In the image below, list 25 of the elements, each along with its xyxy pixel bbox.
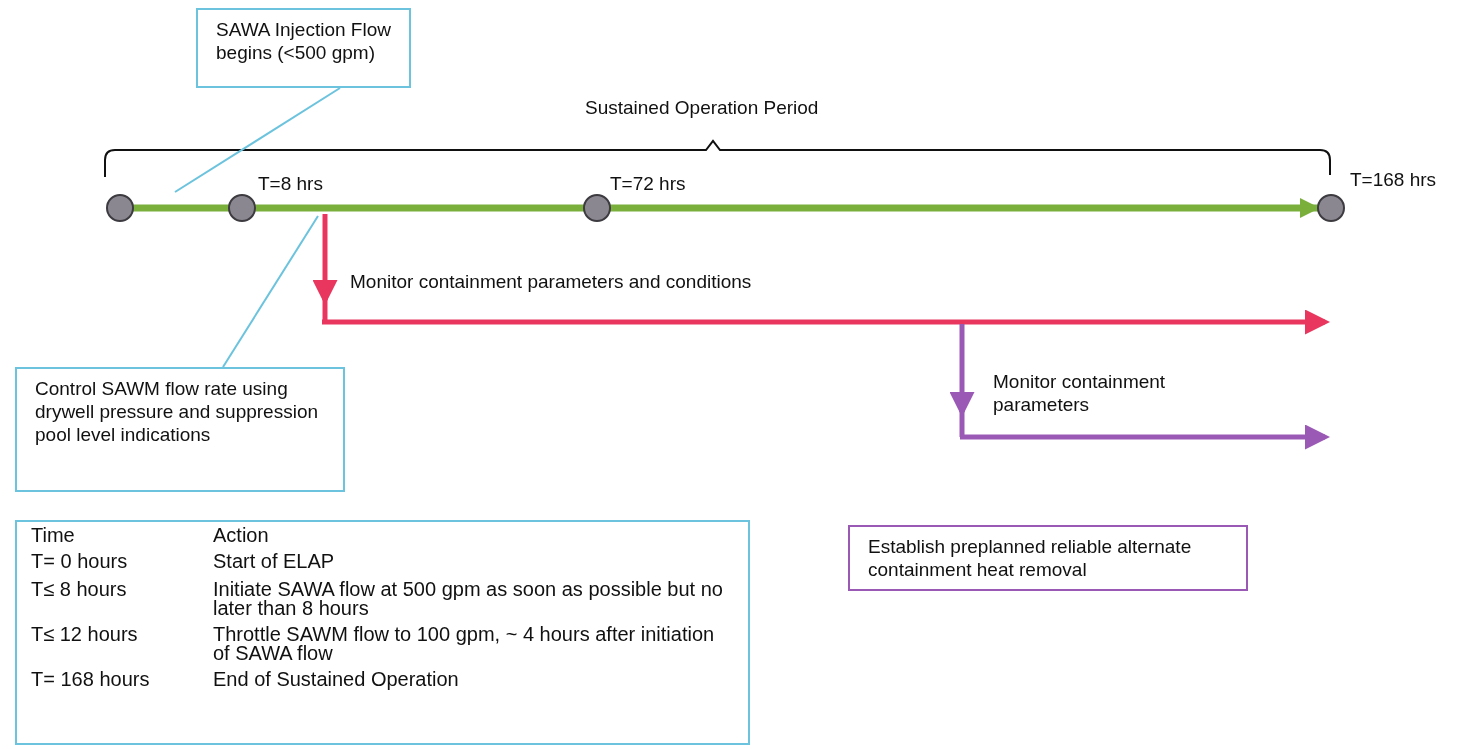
time-label: T=168 hrs [1350,168,1437,191]
table-cell-text: T≤ 8 hours [30,580,128,602]
branch-label: Monitor containment parameters and conditions [350,270,752,293]
callout-box: Establish preplanned reliable alternate containment heat removal [848,525,1248,591]
callout-box: SAWA Injection Flow begins (<500 gpm) [196,8,411,88]
timeline-point [583,194,611,222]
table-cell-text: Action [212,526,270,548]
timeline-point [228,194,256,222]
table-cell-text: T≤ 12 hours [30,625,139,647]
time-label: T=8 hrs [258,172,323,195]
table-cell-text: Time [30,526,76,548]
table-cell-text: Start of ELAP [212,552,336,574]
table-cell-text: T= 0 hours [30,552,129,574]
callout-box: Control SAWM flow rate using drywell pressure and suppression pool level indications [15,367,345,492]
timeline-point [1317,194,1345,222]
table-cell-text: Initiate SAWA flow at 500 gpm as soon as possible but no later than 8 hours [212,580,724,621]
leader-line [222,215,319,368]
timeline-point [106,194,134,222]
period-label: Sustained Operation Period [585,96,819,119]
leader-line [174,87,341,193]
table-cell-text: T= 168 hours [30,670,151,692]
table-cell-text: End of Sustained Operation [212,670,460,692]
time-label: T=72 hrs [610,172,686,195]
branch-label: Monitor containment parameters [993,370,1167,416]
table-cell-text: Throttle SAWM flow to 100 gpm, ~ 4 hours after initiation of SAWA flow [212,625,716,666]
